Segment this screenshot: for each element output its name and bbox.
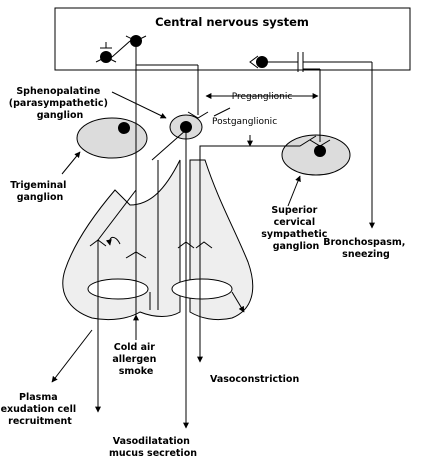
cervical-synapse	[309, 139, 331, 147]
superior-cervical-label: Superior cervical sympathetic ganglion	[261, 205, 330, 252]
sympathetic-ending	[195, 241, 213, 249]
nostril-left	[87, 278, 149, 300]
vasodilatation-label: Vasodilatation mucus secretion	[109, 436, 197, 459]
preganglionic-label: Preganglionic	[232, 92, 293, 102]
nose-outline	[62, 159, 181, 321]
trigeminal-branch	[97, 189, 137, 241]
cns-synapse-left	[95, 56, 117, 63]
cervical-pointer	[287, 175, 301, 207]
sensory-ending-center	[125, 251, 147, 259]
trigeminal-pointer	[61, 151, 81, 175]
postganglionic-label: Postganglionic	[212, 117, 277, 127]
cns-label: Central nervous system	[155, 15, 309, 29]
sphenopalatine-label: Sphenopalatine (parasympathetic) ganglio…	[9, 86, 111, 121]
plasma-label: Plasma exudation cell recruitment	[1, 392, 80, 427]
cns-interneuron	[111, 40, 131, 58]
cns-box	[54, 7, 411, 71]
parasympathetic-ending	[177, 241, 195, 249]
trigeminal-label: Trigeminal ganglion	[10, 180, 70, 203]
stimuli-label: Cold air allergen smoke	[112, 342, 159, 377]
nostril-right	[171, 278, 233, 300]
sphenopalatine-branch	[151, 129, 187, 161]
sphenopalatine-pointer	[111, 91, 167, 119]
plasma-pointer	[51, 329, 93, 383]
sphenopalatine-synapse	[187, 111, 209, 119]
axon-reflex-arrow	[105, 236, 121, 246]
bronchospasm-label: Bronchospasm, sneezing	[323, 237, 408, 260]
cns-synapse-right	[249, 55, 259, 69]
trigeminal-neuron	[118, 122, 130, 134]
vasoconstriction-label: Vasoconstriction	[210, 374, 299, 385]
postganglionic-pointer	[213, 107, 231, 117]
mucus-flow-right	[231, 291, 245, 313]
sphenopalatine-neuron	[180, 121, 192, 133]
cns-synapse-center	[125, 35, 147, 42]
cervical-neuron	[314, 145, 326, 157]
